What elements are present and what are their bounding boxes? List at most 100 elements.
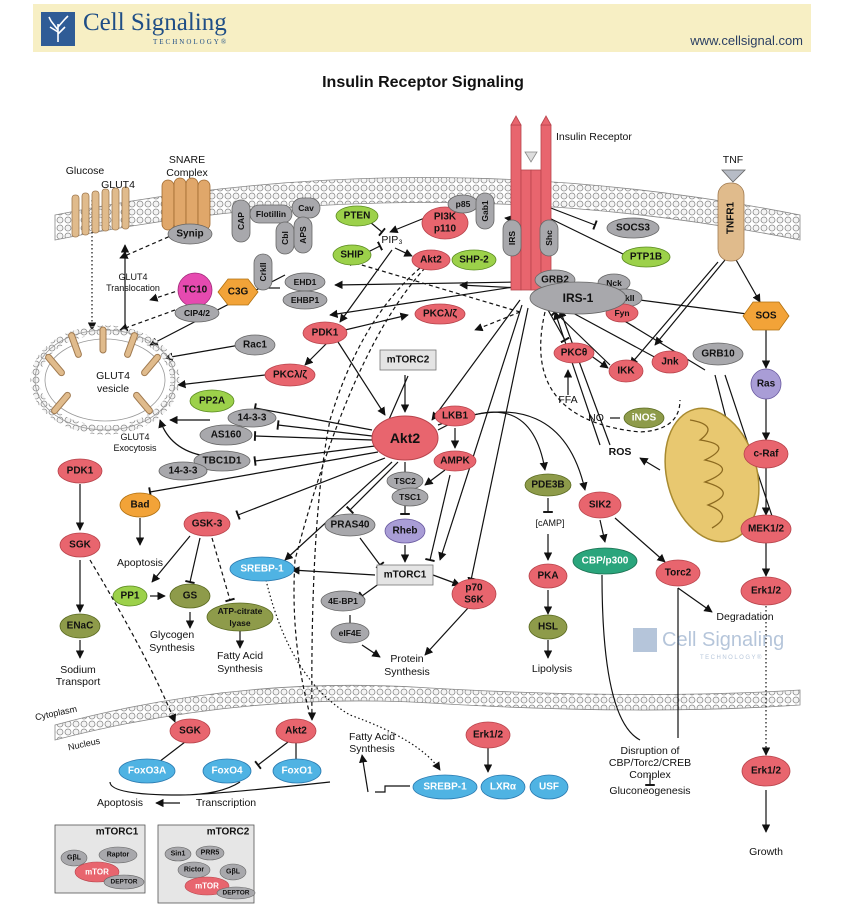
node-tsc1[interactable]: TSC1 (391, 487, 429, 507)
node-ras[interactable]: Ras (750, 368, 782, 400)
node-aps[interactable]: APS (293, 216, 313, 254)
node-ampk[interactable]: AMPK (433, 450, 477, 472)
node-pdk1[interactable]: PDK1 (302, 321, 348, 345)
node-4ebp1[interactable]: 4E-BP1 (320, 590, 366, 612)
node-c3g[interactable]: C3G (217, 278, 259, 306)
snare-complex (161, 177, 211, 231)
node-cbl[interactable]: Cbl (275, 221, 295, 255)
node-ehbp1[interactable]: EHBP1 (282, 290, 328, 310)
node-cbp[interactable]: CBP/p300 (572, 547, 638, 575)
node-shc[interactable]: Shc (539, 219, 559, 257)
node-rac1[interactable]: Rac1 (234, 334, 276, 356)
node-lkb1[interactable]: LKB1 (434, 405, 476, 427)
node-lxr[interactable]: LXRα (480, 774, 526, 800)
node-tbc1d1[interactable]: TBC1D1 (193, 450, 251, 472)
node-pras40[interactable]: PRAS40 (324, 513, 376, 537)
node-akt2-top[interactable]: Akt2 (411, 249, 451, 271)
node-erk-cyto[interactable]: Erk1/2 (740, 576, 792, 606)
label-protein-2: Synthesis (384, 666, 430, 678)
svg-text:Rheb: Rheb (393, 526, 418, 537)
node-srebp-cyto[interactable]: SREBP-1 (229, 556, 295, 582)
node-pka[interactable]: PKA (528, 563, 568, 589)
node-enac[interactable]: ENaC (59, 613, 101, 639)
node-as160[interactable]: AS160 (199, 424, 253, 446)
node-srebp-nuc[interactable]: SREBP-1 (412, 774, 478, 800)
node-cav[interactable]: Cav (291, 197, 321, 219)
svg-text:DEPTOR: DEPTOR (111, 879, 138, 886)
node-gs[interactable]: GS (169, 583, 211, 609)
node-mek[interactable]: MEK1/2 (740, 514, 792, 544)
node-p85[interactable]: p85 (447, 194, 479, 214)
node-pdk1-left[interactable]: PDK1 (57, 458, 103, 484)
label-snare-1: SNARE (169, 154, 205, 166)
node-rheb[interactable]: Rheb (384, 518, 426, 544)
node-gsk3[interactable]: GSK-3 (183, 511, 231, 537)
node-cip4[interactable]: CIP4/2 (174, 303, 220, 323)
node-foxo4[interactable]: FoxO4 (202, 758, 252, 784)
node-sik2[interactable]: SIK2 (578, 491, 622, 519)
label-disruption-2: CBP/Torc2/CREB (609, 757, 691, 769)
node-sgk[interactable]: SGK (59, 532, 101, 558)
node-inos[interactable]: iNOS (623, 407, 665, 429)
node-erk-right[interactable]: Erk1/2 (741, 755, 791, 787)
svg-text:Cbl: Cbl (280, 231, 290, 245)
node-sgk-nuc[interactable]: SGK (169, 718, 211, 744)
label-glycogen-1: Glycogen (150, 629, 195, 641)
node-irs[interactable]: IRS (502, 219, 522, 257)
svg-text:EHD1: EHD1 (294, 277, 317, 287)
node-flotillin[interactable]: Flotillin (249, 204, 293, 224)
label-fas-1: Fatty Acid (217, 650, 263, 662)
page-title: Insulin Receptor Signaling (322, 74, 524, 91)
node-usf[interactable]: USF (529, 774, 569, 800)
node-pde3b[interactable]: PDE3B (524, 473, 572, 497)
svg-text:TSC1: TSC1 (399, 492, 421, 502)
node-mtorc1[interactable]: mTORC1 (376, 564, 434, 586)
nuclear-membrane (54, 684, 801, 741)
node-ship[interactable]: SHIP (332, 244, 372, 266)
svg-text:PTP1B: PTP1B (630, 252, 662, 263)
node-mtorc2[interactable]: mTORC2 (379, 349, 437, 371)
node-gab1[interactable]: Gab1 (475, 192, 495, 230)
svg-text:LXRα: LXRα (490, 782, 517, 793)
node-pkc-theta[interactable]: PKCθ (553, 342, 595, 364)
svg-text:SHIP: SHIP (340, 250, 364, 261)
node-akt2[interactable]: Akt2 (371, 415, 439, 461)
node-socs3[interactable]: SOCS3 (606, 217, 660, 239)
node-tsc2[interactable]: TSC2 (386, 471, 424, 491)
node-jnk[interactable]: Jnk (651, 350, 689, 374)
node-ikk[interactable]: IKK (608, 359, 644, 383)
node-pten[interactable]: PTEN (335, 205, 379, 227)
node-ehd1[interactable]: EHD1 (284, 272, 326, 292)
node-ptp1b[interactable]: PTP1B (621, 246, 671, 268)
node-foxo3a[interactable]: FoxO3A (118, 758, 176, 784)
node-hsl[interactable]: HSL (528, 614, 568, 640)
node-shp2[interactable]: SHP-2 (451, 249, 497, 271)
svg-text:Fyn: Fyn (614, 308, 629, 318)
node-crkii-left[interactable]: CrkII (253, 253, 273, 291)
node-cap[interactable]: CAP (231, 199, 251, 243)
node-pkc-top[interactable]: PKCλ/ζ (414, 303, 466, 325)
node-1433a[interactable]: 14-3-3 (227, 408, 277, 428)
label-ros: ROS (609, 446, 632, 458)
node-sos[interactable]: SOS (742, 301, 790, 331)
node-eif4e[interactable]: eIF4E (330, 622, 370, 644)
svg-text:PTEN: PTEN (344, 211, 371, 222)
site-url-link[interactable]: www.cellsignal.com (690, 33, 803, 48)
node-tc10[interactable]: TC10 (177, 272, 213, 308)
node-akt2-nuc[interactable]: Akt2 (275, 718, 317, 744)
node-synip[interactable]: Synip (167, 223, 213, 245)
node-grb10[interactable]: GRB10 (692, 342, 744, 366)
node-erk-nuc[interactable]: Erk1/2 (465, 721, 511, 749)
node-pp2a[interactable]: PP2A (189, 389, 235, 413)
node-bad[interactable]: Bad (119, 492, 161, 518)
node-pkc-mid[interactable]: PKCλ/ζ (264, 363, 316, 387)
node-1433b[interactable]: 14-3-3 (158, 461, 208, 481)
node-pp1[interactable]: PP1 (112, 585, 148, 607)
node-irs1[interactable]: IRS-1 (529, 281, 627, 315)
node-foxo1[interactable]: FoxO1 (272, 758, 322, 784)
node-craf[interactable]: c-Raf (743, 439, 789, 469)
node-torc2[interactable]: Torc2 (655, 559, 701, 587)
